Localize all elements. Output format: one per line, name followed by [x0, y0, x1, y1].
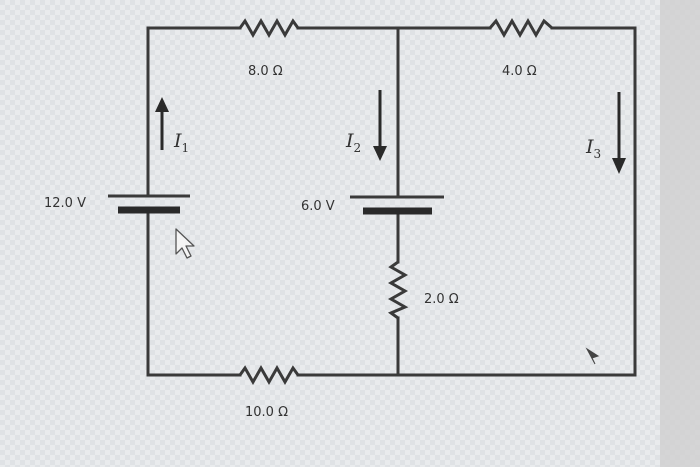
resistor-10ohm	[238, 364, 300, 386]
right-edge-shade	[660, 0, 700, 467]
label-current-i3: I3	[585, 136, 601, 161]
label-battery-6v: 6.0 V	[301, 199, 335, 214]
battery-12v	[108, 194, 190, 214]
resistor-4ohm	[488, 17, 553, 39]
resistor-2ohm	[387, 260, 409, 320]
label-current-i2: I2	[345, 130, 361, 155]
arrow-up-icon	[155, 97, 169, 150]
arrow-down-icon	[612, 92, 626, 174]
label-resistor-10ohm: 10.0 Ω	[245, 405, 288, 420]
resistor-8ohm	[238, 17, 300, 39]
label-resistor-4ohm: 4.0 Ω	[502, 64, 537, 79]
small-pointer-icon	[585, 347, 600, 365]
label-resistor-2ohm: 2.0 Ω	[424, 292, 459, 307]
arrow-down-icon	[373, 90, 387, 161]
label-current-i1: I1	[173, 130, 189, 155]
label-resistor-8ohm: 8.0 Ω	[248, 64, 283, 79]
label-battery-12v: 12.0 V	[44, 196, 86, 211]
cursor-arrow-icon	[175, 228, 195, 259]
battery-6v	[350, 195, 444, 215]
wires	[146, 26, 637, 377]
